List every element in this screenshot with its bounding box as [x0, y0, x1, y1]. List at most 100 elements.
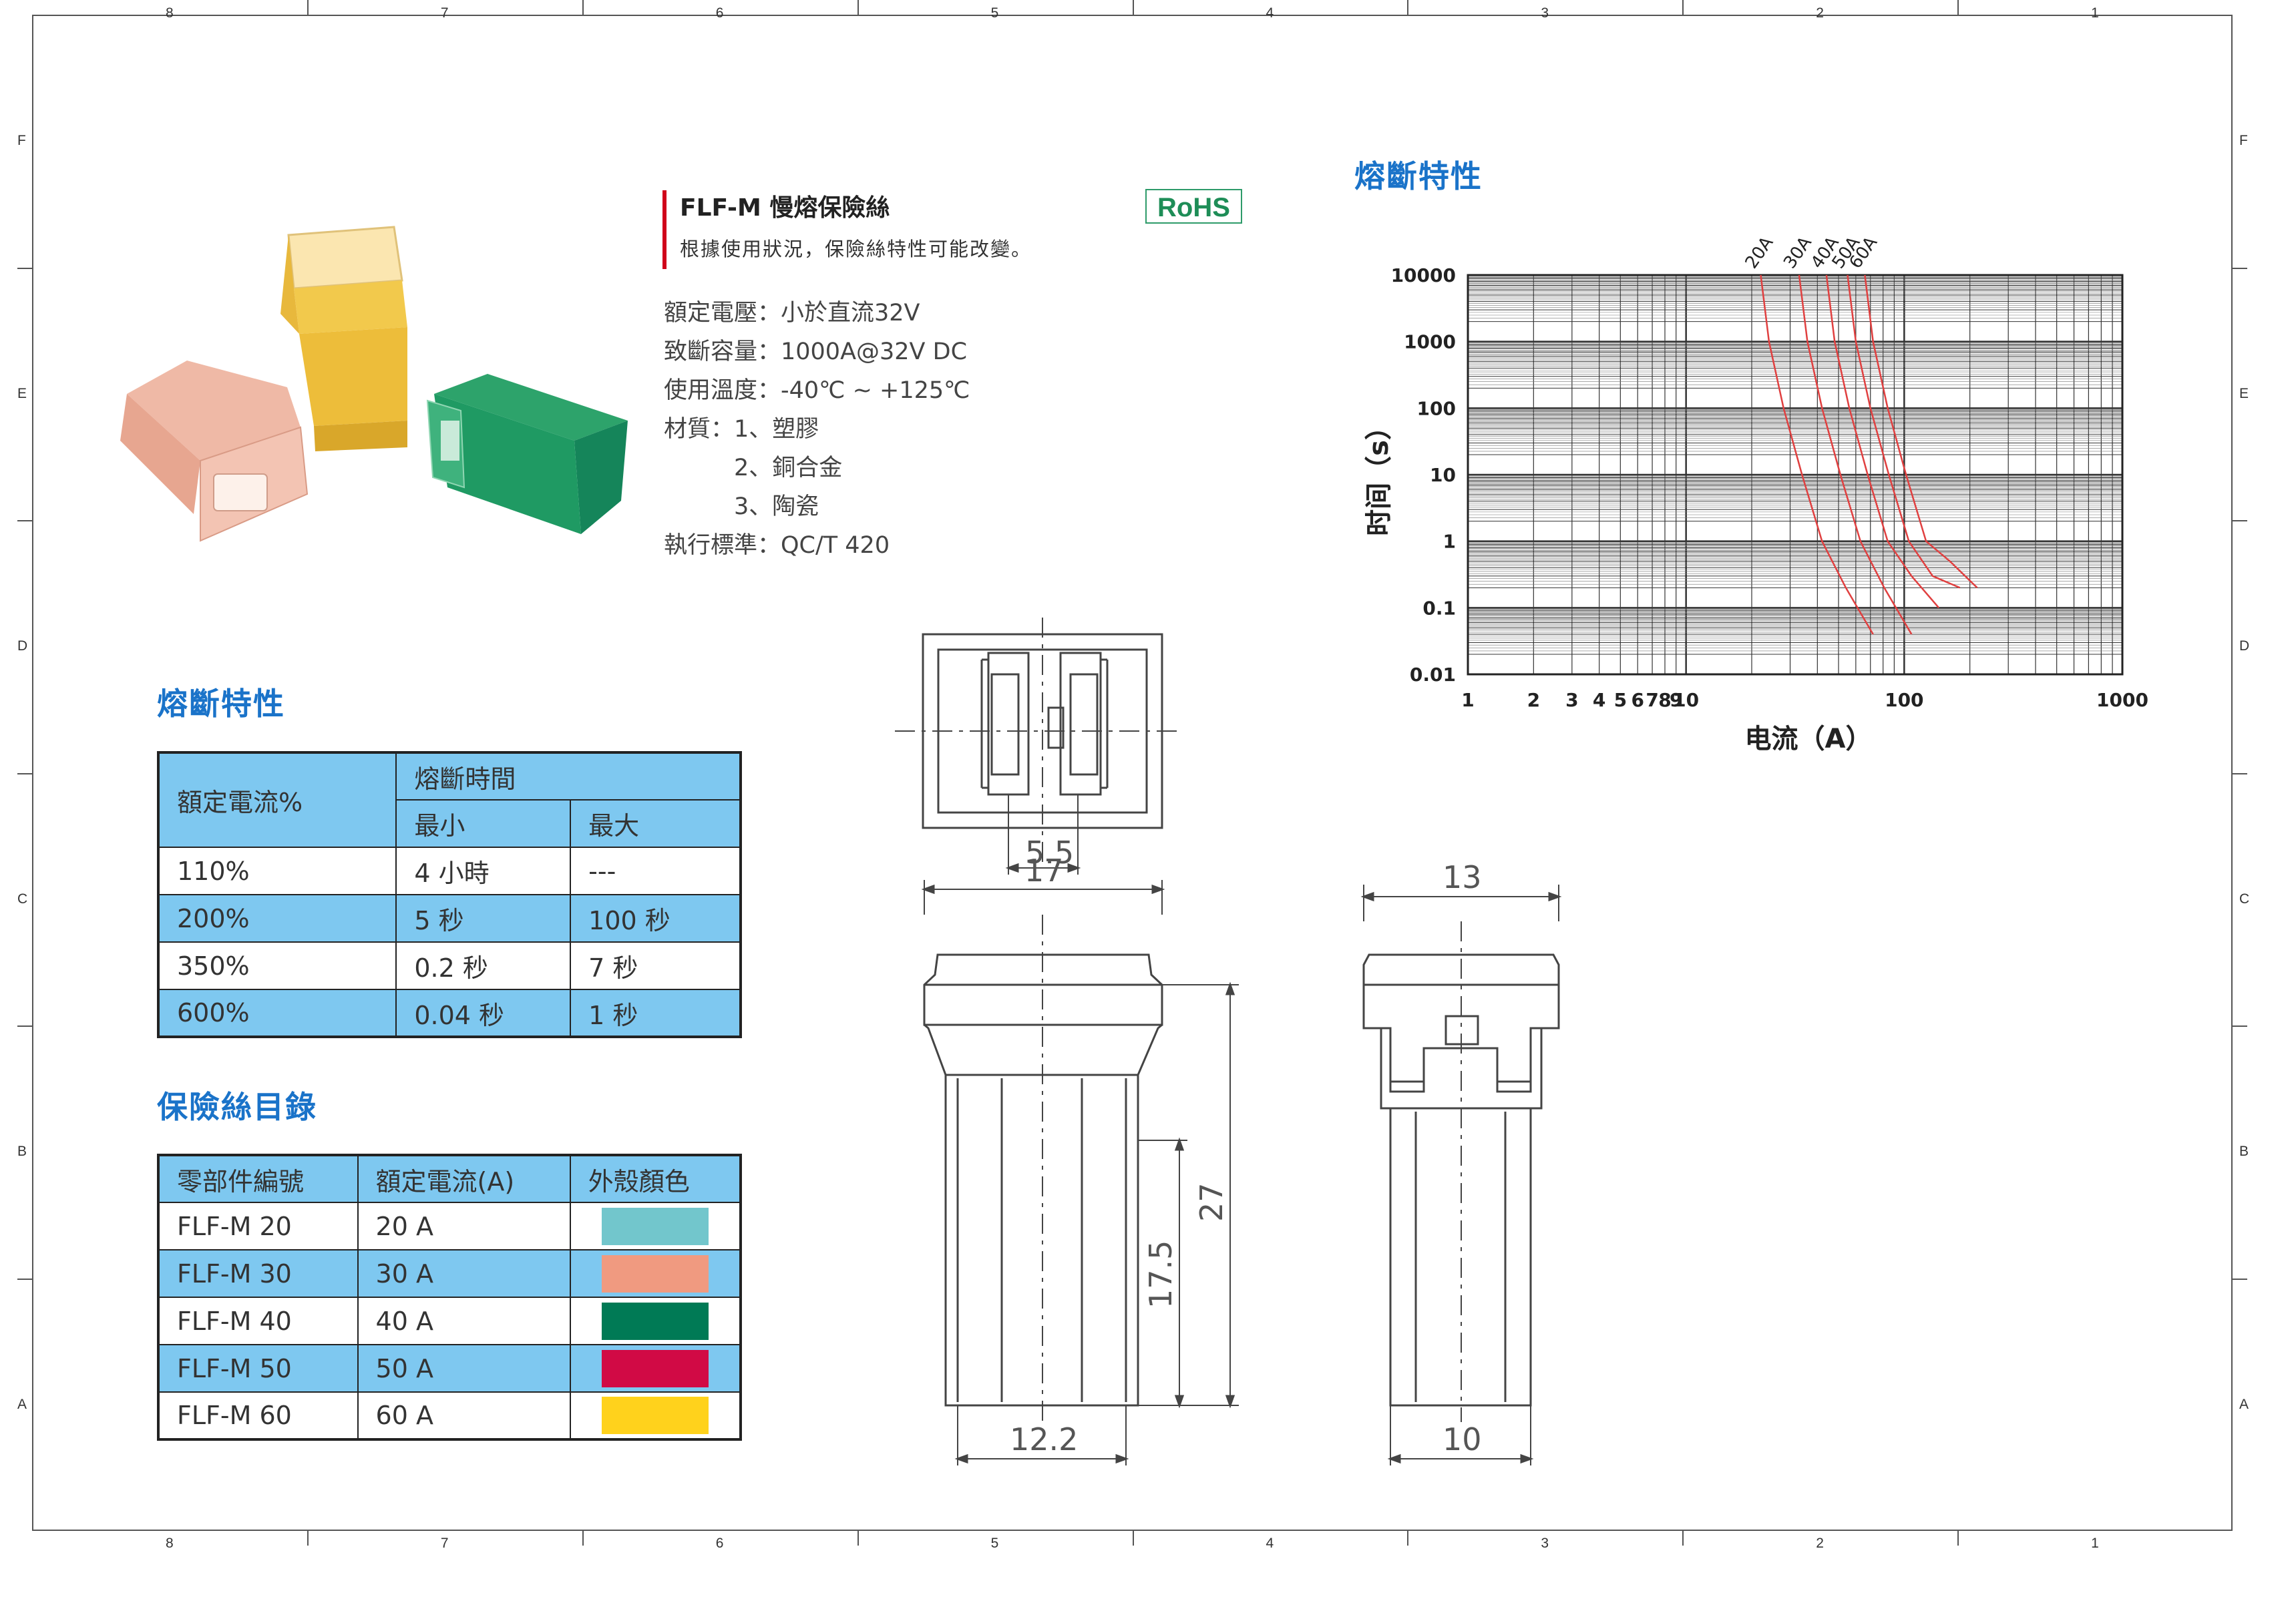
header-case-color: 外殼顏色	[569, 1154, 742, 1203]
y-tick-label: 1	[1443, 531, 1456, 553]
front-view-drawing	[921, 880, 1239, 1465]
series-label: 30A	[1780, 233, 1816, 272]
dim-front-inner-height: 17.5	[1143, 1240, 1179, 1309]
zone-label-row: D	[17, 638, 28, 654]
x-tick-label: 100	[1885, 689, 1923, 711]
color-swatch	[601, 1254, 709, 1293]
table-row: FLF-M 60 60 A	[158, 1391, 742, 1440]
table-row: FLF-M 30 30 A	[158, 1249, 742, 1298]
zone-label-col: 1	[2091, 5, 2099, 21]
catalog-table: 零部件編號 額定電流(A) 外殼顏色 FLF-M 20 20 A FLF-M 3…	[157, 1154, 742, 1441]
color-swatch	[601, 1207, 709, 1245]
catalog-title: 保險絲目錄	[157, 1089, 317, 1125]
table-row: 600% 0.04 秒 1 秒	[157, 989, 741, 1038]
zone-label-col: 3	[1541, 1536, 1549, 1551]
dim-side-width: 13	[1443, 859, 1482, 895]
series-line-50A	[1847, 274, 1961, 589]
zone-tick	[857, 1531, 859, 1546]
color-swatch	[601, 1397, 709, 1434]
x-tick-label: 7	[1646, 689, 1658, 711]
zone-tick	[17, 772, 32, 774]
x-tick-label: 6	[1631, 689, 1644, 711]
dim-side-bottom: 10	[1443, 1421, 1482, 1457]
y-tick-label: 10000	[1391, 264, 1456, 286]
color-swatch	[601, 1302, 709, 1340]
zone-tick	[2233, 1278, 2247, 1280]
y-tick-label: 1000	[1404, 331, 1456, 353]
zone-tick	[582, 0, 584, 15]
y-tick-label: 10	[1430, 464, 1456, 486]
cell-min: 4 小時	[395, 847, 572, 895]
zone-label-col: 2	[1816, 1536, 1824, 1551]
zone-label-row: E	[17, 385, 27, 401]
side-view-drawing	[1360, 885, 1562, 1465]
zone-tick	[582, 1531, 584, 1546]
cell-current: 20 A	[357, 1202, 571, 1250]
cell-part: FLF-M 40	[158, 1297, 359, 1345]
y-tick-label: 0.01	[1410, 664, 1456, 686]
cell-current: 60 A	[357, 1391, 571, 1440]
cell-rated: 600%	[157, 989, 397, 1038]
color-swatch	[601, 1349, 709, 1387]
zone-label-row: F	[2239, 133, 2248, 149]
technical-drawings: 5.5 17 27 17.5 12.2	[895, 618, 1562, 1465]
table-row: 350% 0.2 秒 7 秒	[157, 941, 741, 990]
zone-tick	[1682, 1531, 1684, 1546]
cell-min: 5 秒	[395, 894, 572, 943]
table-row: FLF-M 40 40 A	[158, 1297, 742, 1345]
zone-tick	[17, 267, 32, 269]
header-blow-time: 熔斷時間	[395, 752, 741, 800]
cell-max: 100 秒	[570, 894, 741, 943]
zone-tick	[307, 1531, 309, 1546]
cell-rated: 110%	[157, 847, 397, 895]
cell-rated: 350%	[157, 941, 397, 990]
series-line-30A	[1798, 274, 1913, 635]
header-min: 最小	[395, 799, 572, 848]
zone-label-row: A	[2239, 1396, 2249, 1412]
zone-label-row: E	[2239, 385, 2249, 401]
zone-label-row: B	[2239, 1144, 2249, 1160]
series-line-40A	[1825, 274, 1940, 609]
zone-label-col: 7	[440, 1536, 449, 1551]
zone-label-col: 5	[990, 1536, 999, 1551]
fuse-product-photo	[120, 226, 628, 542]
dim-top-gap: 5.5	[1025, 835, 1074, 871]
cell-current: 30 A	[357, 1249, 571, 1298]
zone-tick	[17, 520, 32, 521]
x-tick-label: 9	[1670, 689, 1682, 711]
zone-tick	[1682, 0, 1684, 15]
y-axis-label: 时间（s）	[1364, 413, 1394, 536]
spec-temperature: 使用溫度：-40℃ ~ +125℃	[664, 377, 970, 404]
zone-label-col: 8	[165, 5, 174, 21]
x-tick-label: 10	[1673, 689, 1699, 711]
zone-label-col: 4	[1266, 5, 1274, 21]
zone-tick	[1132, 1531, 1134, 1546]
cell-part: FLF-M 60	[158, 1391, 359, 1440]
zone-tick	[2233, 1025, 2247, 1027]
x-tick-label: 1	[1461, 689, 1474, 711]
zone-tick	[17, 1278, 32, 1280]
zone-tick	[1407, 0, 1409, 15]
zone-label-col: 2	[1816, 5, 1824, 21]
plot-frame	[1467, 274, 2124, 676]
cell-current: 40 A	[357, 1297, 571, 1345]
spec-material-1: 材質：1、塑膠	[664, 416, 819, 443]
zone-tick	[307, 0, 309, 15]
fuse-char-table: 額定電流% 熔斷時間 最小 最大 110% 4 小時 --- 200% 5 秒 …	[157, 751, 742, 1038]
x-tick-label: 1000	[2096, 689, 2148, 711]
zone-label-row: D	[2239, 638, 2250, 654]
zone-tick	[1132, 0, 1134, 15]
zone-label-col: 6	[715, 1536, 724, 1551]
header-part-number: 零部件編號	[158, 1154, 359, 1203]
x-axis-label: 电流（A）	[1745, 724, 1873, 754]
title-accent-bar	[662, 190, 666, 269]
green-fuse-image	[426, 374, 628, 534]
zone-label-col: 1	[2091, 1536, 2099, 1551]
zone-tick	[2233, 267, 2247, 269]
header-max: 最大	[570, 799, 741, 848]
zone-label-col: 6	[715, 5, 724, 21]
product-title: FLF-M 慢熔保險絲	[680, 194, 890, 222]
x-tick-label: 2	[1527, 689, 1540, 711]
spec-material-3: 3、陶瓷	[664, 493, 819, 520]
